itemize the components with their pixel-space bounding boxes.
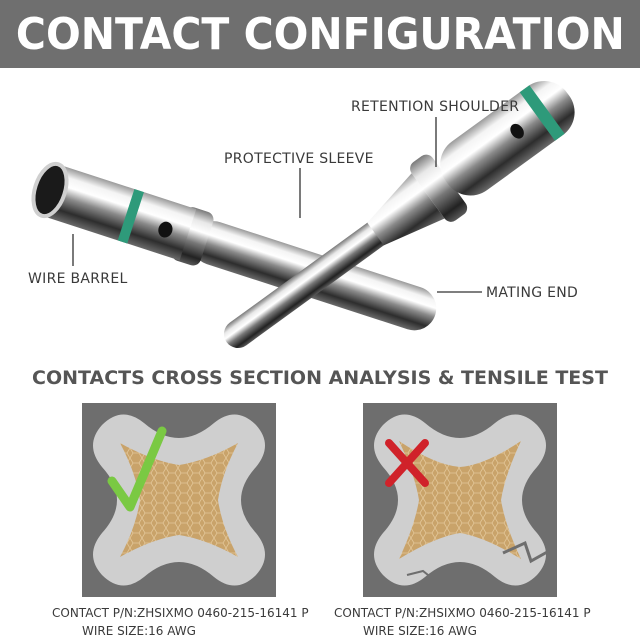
pass-wire-size: WIRE SIZE:16 AWG xyxy=(82,624,196,638)
cross-section-pass-panel xyxy=(82,403,276,597)
retention-shoulder-ring xyxy=(410,154,468,222)
pass-part-number: CONTACT P/N:ZHSIXMO 0460-215-16141 P xyxy=(52,606,309,620)
wire-barrel-opening xyxy=(31,161,69,219)
cross-section-fail xyxy=(374,414,550,586)
wire-barrel-body xyxy=(41,164,197,261)
green-band xyxy=(117,189,144,244)
analysis-title: CONTACTS CROSS SECTION ANALYSIS & TENSIL… xyxy=(32,367,608,389)
fail-wire-size: WIRE SIZE:16 AWG xyxy=(363,624,477,638)
title-banner: CONTACT CONFIGURATION xyxy=(0,0,640,68)
cross-section-pass xyxy=(93,414,265,586)
inspection-hole xyxy=(158,221,173,238)
socket-contact xyxy=(31,161,437,331)
contact-pins-illustration xyxy=(31,81,575,348)
pin-inspection-hole xyxy=(510,123,524,139)
cross-section-fail-panel xyxy=(363,403,557,597)
pin-green-band xyxy=(519,85,565,141)
callout-wire-barrel: WIRE BARREL xyxy=(28,271,128,287)
terminal-crack-lower xyxy=(406,569,434,580)
callout-mating-end: MATING END xyxy=(486,285,579,301)
callout-protective-sleeve: PROTECTIVE SLEEVE xyxy=(224,151,374,167)
pass-check-icon xyxy=(107,426,167,512)
pin-taper xyxy=(367,173,445,246)
terminal-crack xyxy=(502,540,550,564)
crimped-wire-core xyxy=(399,441,521,559)
pin-barrel xyxy=(440,81,575,196)
page-title: CONTACT CONFIGURATION xyxy=(15,8,625,60)
fail-part-number: CONTACT P/N:ZHSIXMO 0460-215-16141 P xyxy=(334,606,591,620)
pin-contact xyxy=(224,81,575,348)
fail-x-icon xyxy=(385,439,429,487)
pin-mating-rod xyxy=(224,219,388,348)
callout-retention-shoulder: RETENTION SHOULDER xyxy=(351,99,520,115)
